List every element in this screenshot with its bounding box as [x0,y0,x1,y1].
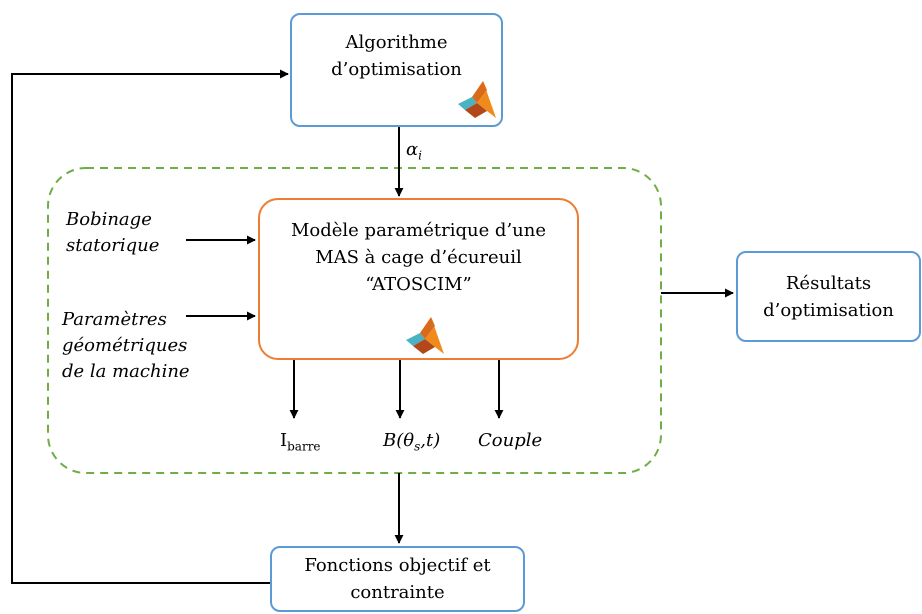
model-boundary-dashed [47,167,662,474]
alpha-symbol: α [406,139,419,160]
feedback-loop-arrow [11,69,289,584]
geometry-input-label: Paramètres géométriques de la machine [62,307,190,385]
objective-functions-box: Fonctions objectif et contrainte [270,546,525,612]
torque-text: Couple [478,430,543,451]
bar-current-label: Ibarre [280,428,321,460]
objectives-line-1: Fonctions objectif et [304,555,491,576]
winding-input-label: Bobinage statorique [66,207,159,259]
optimizer-line-2: d’optimisation [331,59,462,80]
parametric-model-box: Modèle paramétrique d’une MAS à cage d’é… [258,198,579,360]
results-line-2: d’optimisation [763,299,894,321]
flux-rest: ,t) [420,430,441,451]
bar-current-main: I [280,430,288,451]
model-line-2: MAS à cage d’écureuil [315,246,522,268]
results-line-1: Résultats [785,272,872,294]
flux-density-label: B(θs,t) [383,428,440,460]
alpha-subscript: i [418,148,422,163]
bar-current-subscript: barre [287,439,321,454]
geometry-line-1: Paramètres [62,309,167,330]
model-line-3: “ATOSCIM” [365,273,472,295]
flux-subscript: s [414,439,421,454]
geometry-line-2: géométriques [62,335,188,356]
model-line-1: Modèle paramétrique d’une [290,219,547,241]
winding-line-1: Bobinage [66,209,152,230]
torque-label: Couple [478,428,542,454]
matlab-logo-icon [406,317,444,354]
winding-line-2: statorique [66,235,160,256]
alpha-parameter-label: αi [406,137,422,169]
objectives-line-2: contrainte [350,582,445,603]
geometry-line-3: de la machine [62,361,190,382]
flux-base: B(θ [383,430,415,451]
optimizer-line-1: Algorithme [345,32,448,53]
matlab-logo-icon [458,81,496,118]
optimization-results-box: Résultats d’optimisation [736,251,921,342]
